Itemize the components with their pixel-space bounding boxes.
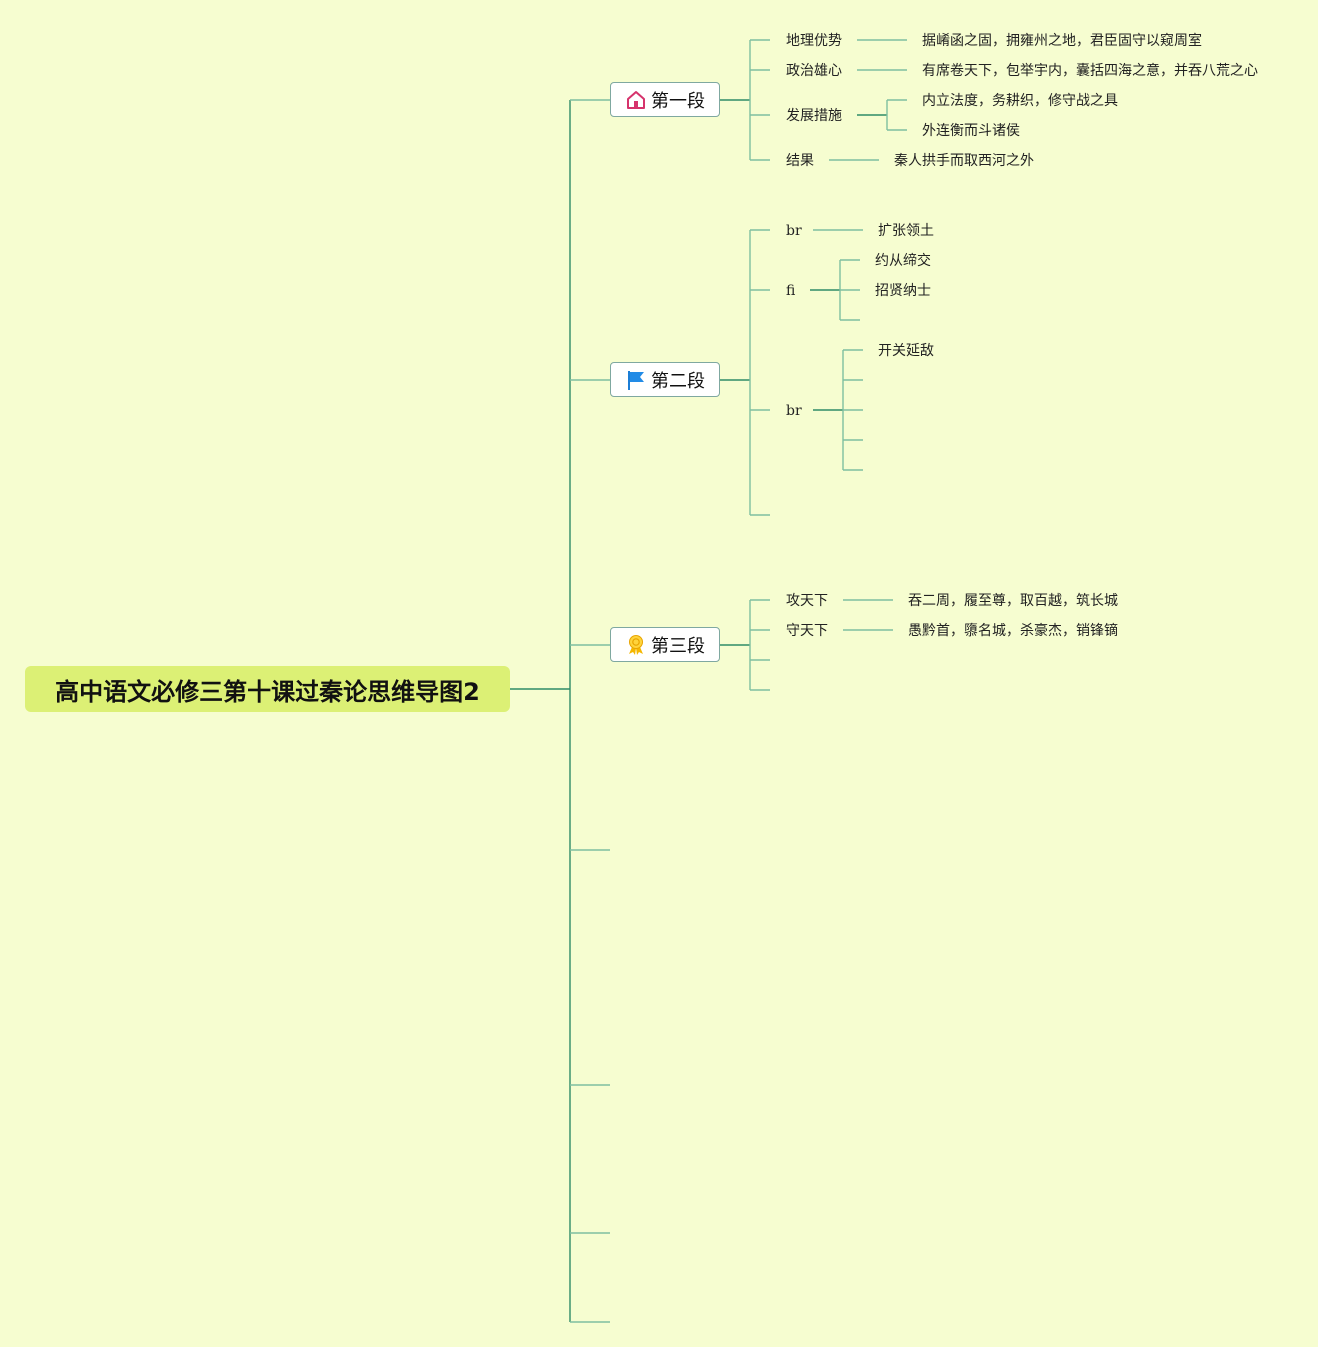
central-topic[interactable]: 高中语文必修三第十课过秦论思维导图2 — [25, 666, 510, 712]
topic-result[interactable]: 结果 — [786, 153, 814, 169]
detail-recruit-talent[interactable]: 招贤纳士 — [875, 283, 931, 299]
detail-measure-external[interactable]: 外连衡而斗诸侯 — [922, 123, 1020, 139]
topic-political-ambition[interactable]: 政治雄心 — [786, 63, 842, 79]
branch-section-3[interactable]: 第三段 — [610, 627, 720, 662]
detail-open-pass[interactable]: 开关延敌 — [878, 343, 934, 359]
detail-measure-internal[interactable]: 内立法度，务耕织，修守战之具 — [922, 93, 1118, 109]
branch-section-2[interactable]: 第二段 — [610, 362, 720, 397]
branch-section-1[interactable]: 第一段 — [610, 82, 720, 117]
topic-development-measures[interactable]: 发展措施 — [786, 108, 842, 124]
detail-result[interactable]: 秦人拱手而取西河之外 — [894, 153, 1034, 169]
detail-guard-world[interactable]: 愚黔首，隳名城，杀豪杰，销锋镝 — [908, 623, 1118, 639]
topic-conquer-world[interactable]: 攻天下 — [786, 593, 828, 609]
branch-label: 第一段 — [651, 90, 705, 112]
topic-guard-world[interactable]: 守天下 — [786, 623, 828, 639]
home-icon — [625, 89, 647, 111]
detail-geographic-advantage[interactable]: 据崤函之固，拥雍州之地，君臣固守以窥周室 — [922, 33, 1202, 49]
award-icon — [625, 634, 647, 656]
detail-alliance[interactable]: 约从缔交 — [875, 253, 931, 269]
detail-political-ambition[interactable]: 有席卷天下，包举宇内，囊括四海之意，并吞八荒之心 — [922, 63, 1258, 79]
branch-label: 第三段 — [651, 635, 705, 657]
detail-conquer-world[interactable]: 吞二周，履至尊，取百越，筑长城 — [908, 593, 1118, 609]
topic-br-2[interactable]: br — [786, 403, 802, 419]
branch-label: 第二段 — [651, 370, 705, 392]
flag-icon — [625, 369, 647, 391]
topic-br-1[interactable]: br — [786, 223, 802, 239]
topic-fi[interactable]: fi — [786, 283, 796, 299]
topic-geographic-advantage[interactable]: 地理优势 — [786, 33, 842, 49]
detail-expand-territory[interactable]: 扩张领土 — [878, 223, 934, 239]
